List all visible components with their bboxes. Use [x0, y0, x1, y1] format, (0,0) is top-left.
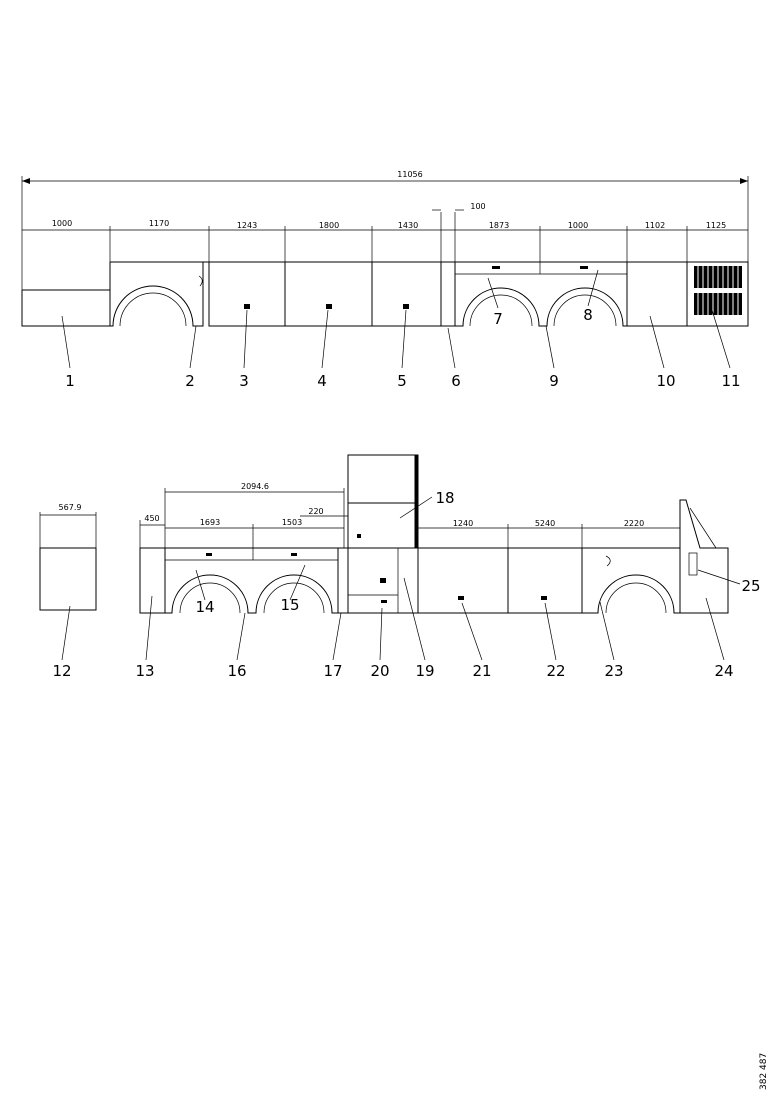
callout-24: 24 — [714, 662, 733, 680]
dim-lower-7: 1240 — [453, 519, 473, 528]
lower-wheel-arch-panel — [164, 547, 345, 614]
callout-5: 5 — [397, 372, 407, 390]
panel-22 — [507, 547, 583, 614]
callout-11: 11 — [721, 372, 740, 390]
callout-8: 8 — [583, 306, 593, 324]
callout-1: 1 — [65, 372, 75, 390]
callout-6: 6 — [451, 372, 461, 390]
wheel-arch-panel — [454, 261, 628, 327]
panel-13 — [139, 547, 166, 614]
front-panel-outline — [21, 262, 204, 327]
dim-upper-8: 1000 — [568, 221, 588, 230]
panel-12 — [39, 547, 97, 611]
callout-3: 3 — [239, 372, 249, 390]
dim-lower-5: 1503 — [282, 518, 302, 527]
panel-25 — [688, 552, 698, 576]
dim-lower-6: 220 — [308, 507, 323, 516]
dim-upper-6: 100 — [470, 202, 485, 211]
dim-upper-1: 1000 — [52, 219, 72, 228]
callout-2: 2 — [185, 372, 195, 390]
callout-13: 13 — [135, 662, 154, 680]
callout-12: 12 — [52, 662, 71, 680]
panel-23 — [581, 547, 681, 614]
dim-upper-2: 1170 — [149, 219, 169, 228]
callout-16: 16 — [227, 662, 246, 680]
dim-lower-3: 2094.6 — [241, 482, 269, 491]
panel-18 — [347, 502, 419, 549]
callout-10: 10 — [656, 372, 675, 390]
dim-upper-7: 1873 — [489, 221, 509, 230]
callout-19: 19 — [415, 662, 434, 680]
callout-18: 18 — [435, 489, 454, 507]
lower-view: 567.9 2094.6 450 1693 1503 220 1240 5240… — [39, 454, 761, 680]
callout-9: 9 — [549, 372, 559, 390]
dim-upper-5: 1430 — [398, 221, 418, 230]
callout-21: 21 — [472, 662, 491, 680]
tower-upper — [347, 454, 419, 504]
upper-view: 11056 1000 1170 1243 1800 1430 100 1873 … — [21, 170, 749, 390]
callout-4: 4 — [317, 372, 327, 390]
callout-14: 14 — [195, 598, 214, 616]
panel-4 — [284, 261, 373, 327]
panel-24 — [679, 499, 729, 614]
dim-lower-2: 450 — [144, 514, 159, 523]
dim-upper-3: 1243 — [237, 221, 257, 230]
callout-15: 15 — [280, 596, 299, 614]
dim-lower-8: 5240 — [535, 519, 555, 528]
drawing-reference-number: 382 487 — [759, 1053, 769, 1090]
callout-7: 7 — [493, 310, 503, 328]
panel-10 — [626, 261, 688, 327]
overall-dimension-label: 11056 — [397, 170, 422, 179]
dim-upper-10: 1125 — [706, 221, 726, 230]
callout-22: 22 — [546, 662, 565, 680]
dim-lower-9: 2220 — [624, 519, 644, 528]
dim-lower-4: 1693 — [200, 518, 220, 527]
panel-21 — [417, 547, 509, 614]
callout-25: 25 — [741, 577, 760, 595]
panel-6 — [440, 261, 456, 327]
dim-lower-1: 567.9 — [59, 503, 82, 512]
callout-17: 17 — [323, 662, 342, 680]
dim-upper-9: 1102 — [645, 221, 665, 230]
panel-5 — [371, 261, 442, 327]
callout-23: 23 — [604, 662, 623, 680]
callout-20: 20 — [370, 662, 389, 680]
panel-17 — [337, 547, 349, 614]
dim-upper-4: 1800 — [319, 221, 339, 230]
